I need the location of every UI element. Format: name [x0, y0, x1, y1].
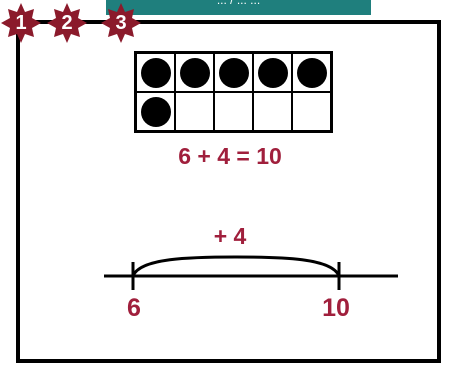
ten-frame-cell — [175, 92, 214, 131]
ten-frame-cell — [214, 92, 253, 131]
step-3-button[interactable]: 3 — [100, 2, 142, 44]
step-3-label: 3 — [115, 11, 127, 34]
step-2-label: 2 — [61, 11, 73, 34]
step-1-button[interactable]: 1 — [0, 2, 42, 44]
counter-dot — [140, 57, 171, 88]
star-badge-icon — [1, 3, 41, 43]
equation-text: 6 + 4 = 10 — [178, 143, 282, 169]
counter-dot — [296, 57, 327, 88]
ten-frame-cell — [214, 53, 253, 92]
ten-frame-cell — [136, 53, 175, 92]
ten-frame-cell — [175, 53, 214, 92]
star-badge-icon — [101, 3, 141, 43]
jump-arc — [131, 255, 341, 277]
banner-text: ... / ... ... — [216, 0, 261, 7]
ten-frame-cell — [292, 92, 331, 131]
step-navigation: 1 2 3 — [0, 0, 150, 46]
ten-frame-cell — [136, 92, 175, 131]
ten-frame — [134, 51, 333, 133]
ten-frame-cell — [292, 53, 331, 92]
step-2-button[interactable]: 2 — [46, 2, 88, 44]
end-label: 10 — [322, 294, 350, 322]
ten-frame-cell — [253, 92, 292, 131]
counter-dot — [218, 57, 249, 88]
jump-label: + 4 — [213, 223, 247, 249]
step-1-label: 1 — [15, 11, 27, 34]
start-label: 6 — [127, 294, 141, 322]
counter-dot — [140, 96, 171, 127]
star-badge-icon — [47, 3, 87, 43]
title-banner: ... / ... ... — [106, 0, 371, 15]
counter-dot — [257, 57, 288, 88]
ten-frame-cell — [253, 53, 292, 92]
counter-dot — [179, 57, 210, 88]
